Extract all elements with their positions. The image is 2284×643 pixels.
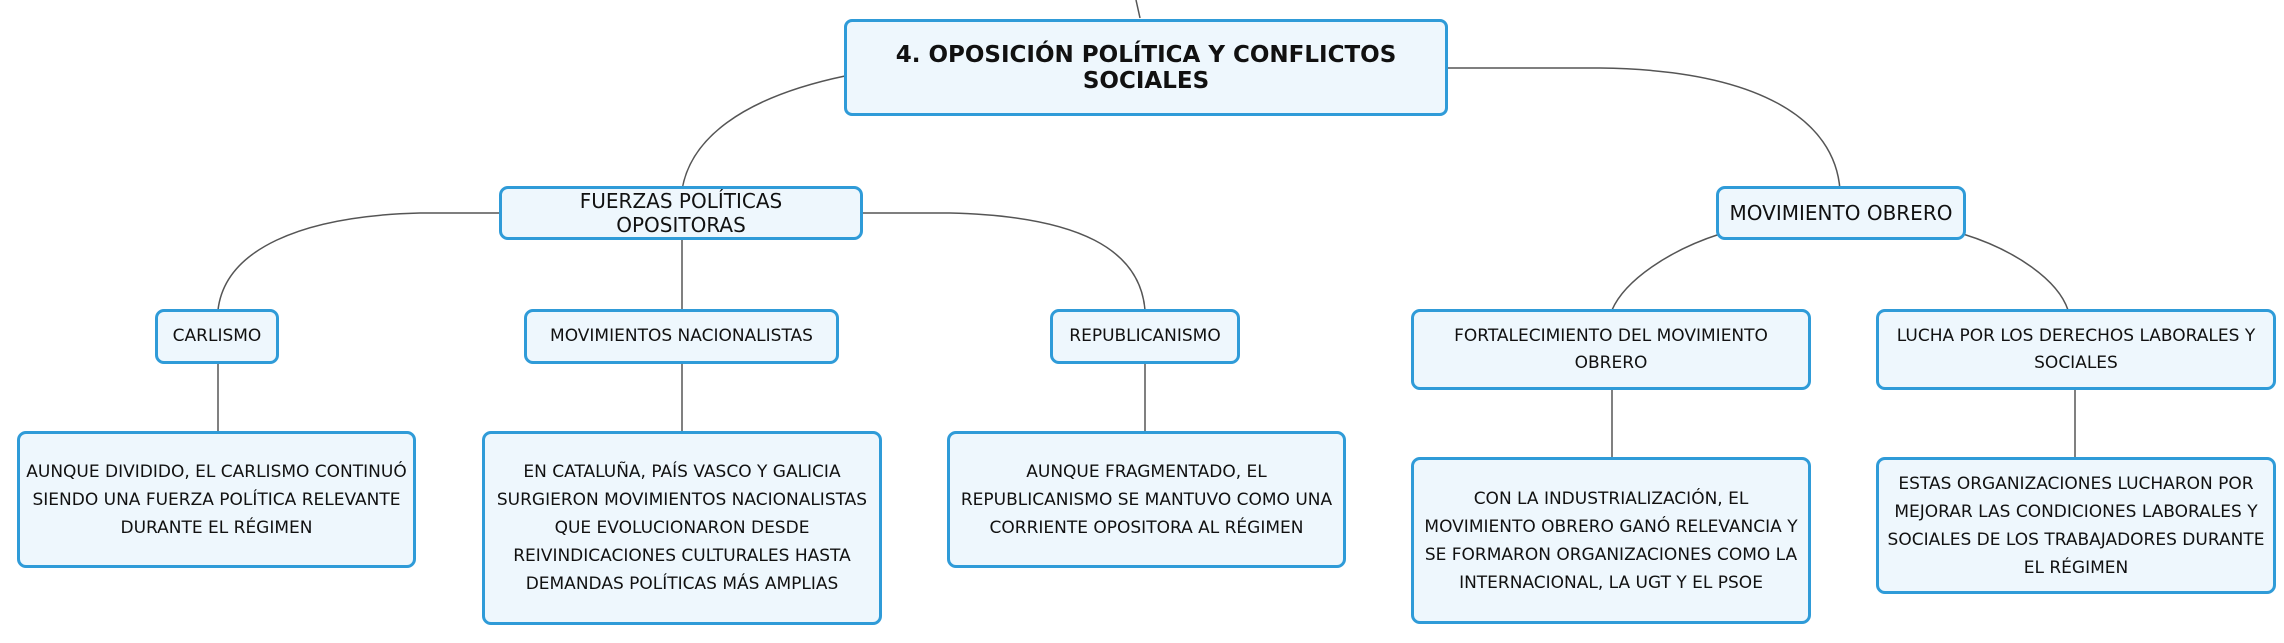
- detail-lucha-derechos-laborales[interactable]: ESTAS ORGANIZACIONES LUCHARON POR MEJORA…: [1876, 457, 2276, 594]
- connector-root-to-movimiento-obrero: [1446, 67, 1841, 191]
- node-movimientos-nacionalistas[interactable]: MOVIMIENTOS NACIONALISTAS: [524, 309, 839, 364]
- detail-text: EN CATALUÑA, PAÍS VASCO Y GALICIA SURGIE…: [496, 462, 868, 594]
- node-label: FORTALECIMIENTO DEL MOVIMIENTO OBRERO: [1454, 325, 1768, 373]
- node-label: REPUBLICANISMO: [1069, 326, 1221, 346]
- node-label: MOVIMIENTO OBRERO: [1729, 201, 1953, 225]
- detail-fortalecimiento-movimiento-obrero[interactable]: CON LA INDUSTRIALIZACIÓN, EL MOVIMIENTO …: [1411, 457, 1811, 624]
- connector-obrero-to-lucha: [1962, 233, 2069, 311]
- node-label: MOVIMIENTOS NACIONALISTAS: [550, 326, 813, 346]
- detail-text: AUNQUE FRAGMENTADO, EL REPUBLICANISMO SE…: [960, 461, 1333, 538]
- detail-text: CON LA INDUSTRIALIZACIÓN, EL MOVIMIENTO …: [1424, 488, 1798, 593]
- node-label: LUCHA POR LOS DERECHOS LABORALES Y SOCIA…: [1896, 325, 2256, 373]
- node-label: FUERZAS POLÍTICAS OPOSITORAS: [579, 189, 783, 237]
- node-fuerzas-politicas-opositoras[interactable]: FUERZAS POLÍTICAS OPOSITORAS: [499, 186, 863, 240]
- connector-fuerzas-to-republicanismo: [861, 212, 1146, 311]
- detail-text: ESTAS ORGANIZACIONES LUCHARON POR MEJORA…: [1887, 473, 2265, 578]
- connector-root-to-fuerzas: [681, 75, 846, 191]
- connector-parent-to-root: [1135, 0, 1141, 19]
- detail-movimientos-nacionalistas[interactable]: EN CATALUÑA, PAÍS VASCO Y GALICIA SURGIE…: [482, 431, 882, 625]
- root-node-label: 4. OPOSICIÓN POLÍTICA Y CONFLICTOS SOCIA…: [895, 41, 1397, 94]
- connector-obrero-to-fortalecimiento: [1611, 233, 1721, 311]
- node-republicanismo[interactable]: REPUBLICANISMO: [1050, 309, 1240, 364]
- node-movimiento-obrero[interactable]: MOVIMIENTO OBRERO: [1716, 186, 1966, 240]
- connector-fuerzas-to-carlismo: [217, 212, 500, 311]
- detail-republicanismo[interactable]: AUNQUE FRAGMENTADO, EL REPUBLICANISMO SE…: [947, 431, 1346, 568]
- node-carlismo[interactable]: CARLISMO: [155, 309, 279, 364]
- node-fortalecimiento-movimiento-obrero[interactable]: FORTALECIMIENTO DEL MOVIMIENTO OBRERO: [1411, 309, 1811, 390]
- detail-text: AUNQUE DIVIDIDO, EL CARLISMO CONTINUÓ SI…: [26, 461, 407, 538]
- detail-carlismo[interactable]: AUNQUE DIVIDIDO, EL CARLISMO CONTINUÓ SI…: [17, 431, 416, 568]
- node-lucha-derechos-laborales[interactable]: LUCHA POR LOS DERECHOS LABORALES Y SOCIA…: [1876, 309, 2276, 390]
- root-node[interactable]: 4. OPOSICIÓN POLÍTICA Y CONFLICTOS SOCIA…: [844, 19, 1448, 116]
- node-label: CARLISMO: [172, 326, 262, 346]
